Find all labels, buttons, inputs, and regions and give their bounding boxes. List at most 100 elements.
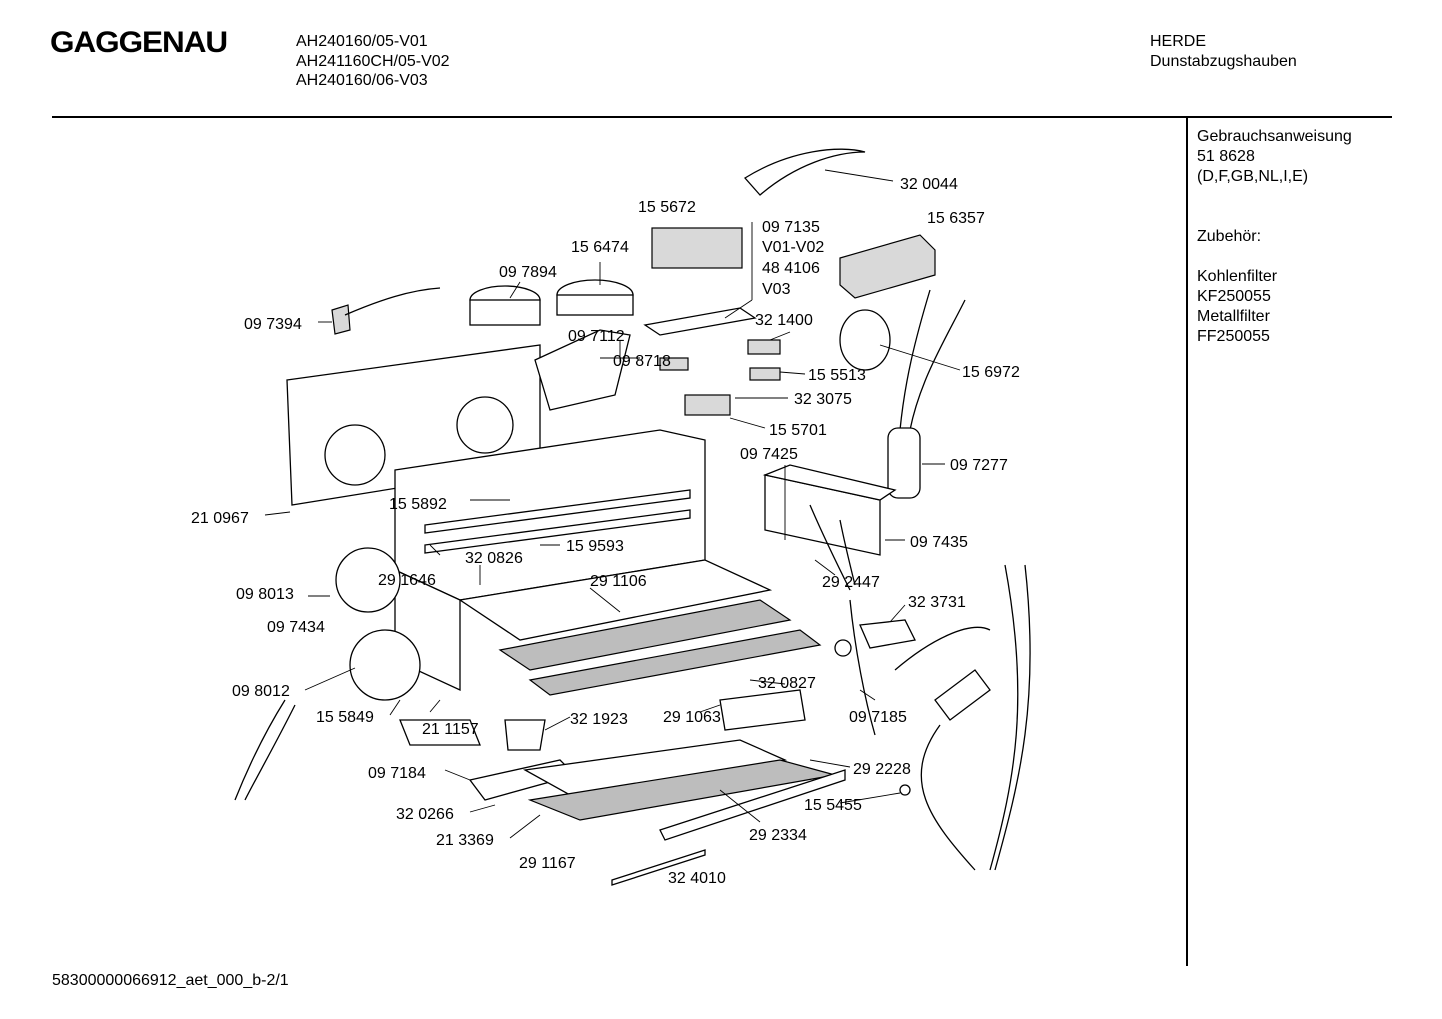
part-label: 09 8012 — [232, 683, 290, 700]
part-label: 09 7135 — [762, 219, 820, 236]
sidebar-divider — [1186, 118, 1188, 966]
part-label: 21 0967 — [191, 510, 249, 527]
cable — [899, 289, 931, 431]
accessory-code: FF250055 — [1197, 328, 1270, 345]
grommet — [834, 639, 852, 657]
part-label: 09 7434 — [267, 619, 325, 636]
part-label: 29 1167 — [519, 855, 576, 872]
part-label: 29 2447 — [822, 574, 880, 591]
diagram-parts — [234, 148, 1031, 886]
hose — [344, 287, 441, 316]
part-label: 09 7394 — [244, 316, 302, 333]
bracket-top — [762, 464, 897, 501]
filter-frame — [522, 739, 788, 796]
manual-number: 51 8628 — [1197, 148, 1255, 165]
part-label: 15 6357 — [927, 210, 985, 227]
model-list: AH240160/05-V01 AH241160CH/05-V02 AH2401… — [296, 32, 450, 91]
fan-hub — [324, 424, 386, 486]
part-label: 29 1646 — [378, 572, 436, 589]
part-label: 32 1923 — [570, 711, 628, 728]
vent-grille — [651, 227, 743, 269]
part-label: 15 6972 — [962, 364, 1020, 381]
cable — [920, 724, 976, 871]
switch-cover — [749, 367, 781, 381]
part-label: 29 1063 — [663, 709, 721, 726]
plug-socket — [859, 619, 916, 649]
part-label: 32 0044 — [900, 176, 958, 193]
model-number: AH241160CH/05-V02 — [296, 52, 450, 70]
part-label: 21 1157 — [422, 721, 479, 738]
part-label: 09 7185 — [849, 709, 907, 726]
clip — [399, 719, 481, 746]
part-label: 15 5672 — [638, 199, 696, 216]
manual-label: Gebrauchsanweisung — [1197, 128, 1352, 145]
grease-filter — [498, 599, 792, 671]
cable — [234, 699, 286, 801]
nut — [899, 784, 911, 796]
fan-wheel — [335, 547, 401, 613]
cable — [994, 564, 1031, 871]
switch-part — [747, 339, 781, 355]
duct-collar-body — [556, 294, 634, 316]
part-label: 32 0827 — [758, 675, 816, 692]
part-label: 09 8718 — [613, 353, 671, 370]
part-label: 29 1106 — [590, 573, 647, 590]
product-category: HERDE Dunstabzugshauben — [1150, 32, 1297, 71]
part-label: 09 7184 — [368, 765, 426, 782]
cable — [839, 519, 856, 586]
model-number: AH240160/06-V03 — [296, 72, 428, 89]
part-label: 15 5701 — [769, 422, 827, 439]
part-label: 09 7277 — [950, 457, 1008, 474]
part-label: V01-V02 — [762, 239, 824, 256]
capacitor — [887, 427, 921, 499]
category-main: HERDE — [1150, 33, 1207, 50]
part-label: 09 8013 — [236, 586, 294, 603]
grease-filter — [528, 629, 822, 696]
switch-block — [684, 394, 731, 416]
accessory-name: Kohlenfilter — [1197, 268, 1278, 285]
bracket-small — [719, 689, 806, 731]
cable — [809, 504, 851, 591]
part-label: 48 4106 — [762, 260, 820, 277]
part-label: 09 7435 — [910, 534, 968, 551]
duct-piece — [534, 329, 631, 411]
part-label: 32 3731 — [908, 594, 966, 611]
mains-cable — [894, 626, 991, 671]
part-label: 29 2228 — [853, 761, 911, 778]
rail — [424, 489, 691, 534]
terminal-block — [839, 234, 936, 299]
mains-plug — [934, 669, 991, 721]
part-label: 09 7425 — [740, 446, 798, 463]
part-label: 15 5849 — [316, 709, 374, 726]
part-label: 09 7894 — [499, 264, 557, 281]
category-sub: Dunstabzugshauben — [1150, 52, 1297, 70]
duct-collar-body — [469, 299, 541, 326]
document-id: 58300000066912_aet_000_b-2/1 — [52, 972, 289, 989]
part-label: 32 0266 — [396, 806, 454, 823]
accessories-label: Zubehör: — [1197, 228, 1262, 245]
motor-capacitor — [839, 309, 891, 371]
cable — [989, 564, 1019, 871]
trim-strip — [744, 148, 866, 196]
part-label: 15 5513 — [808, 367, 866, 384]
housing-base — [458, 559, 773, 641]
part-label: 21 3369 — [436, 832, 494, 849]
cable — [244, 704, 296, 801]
part-label: 32 1400 — [755, 312, 813, 329]
part-label: 15 9593 — [566, 538, 624, 555]
model-number: AH240160/05-V01 — [296, 33, 428, 50]
lamp-holder — [659, 357, 689, 371]
part-label: 32 3075 — [794, 391, 852, 408]
part-label: 09 7112 — [568, 328, 625, 345]
manual-languages: (D,F,GB,NL,I,E) — [1197, 168, 1309, 185]
brand-logo: GAGGENAU — [50, 26, 228, 59]
clamp — [331, 304, 351, 335]
cable — [849, 599, 876, 736]
accessory-name: Metallfilter — [1197, 308, 1270, 325]
part-number-labels: 32 0044 15 5672 09 7135 V01-V02 48 4106 … — [191, 176, 1020, 887]
lamp-socket — [504, 719, 546, 751]
part-label: 15 5892 — [389, 496, 447, 513]
mounting-plate — [643, 307, 757, 336]
part-label: V03 — [762, 281, 791, 298]
